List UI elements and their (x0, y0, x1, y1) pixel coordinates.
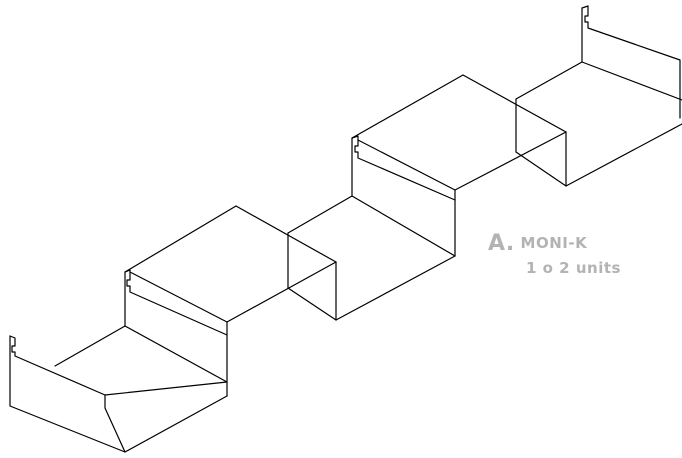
shelf-segment-top-2 (351, 74, 567, 191)
shelf-segment-back-right (581, 5, 681, 119)
shelf-segment-right-low (515, 61, 682, 187)
product-caption: A. MONI-K 1 o 2 units (488, 228, 621, 277)
caption-title: A. MONI-K (488, 228, 621, 259)
shelf-segment-left-low (9, 325, 228, 453)
shelf-segment-riser-1 (124, 269, 228, 383)
shelf-segment-top-1 (124, 205, 337, 323)
caption-letter: A. (488, 231, 515, 256)
caption-units-note: 1 o 2 units (526, 259, 621, 277)
shelf-segment-middle-low (287, 195, 456, 321)
shelf-segment-riser-2 (351, 135, 456, 257)
caption-product-name: MONI-K (520, 234, 588, 252)
